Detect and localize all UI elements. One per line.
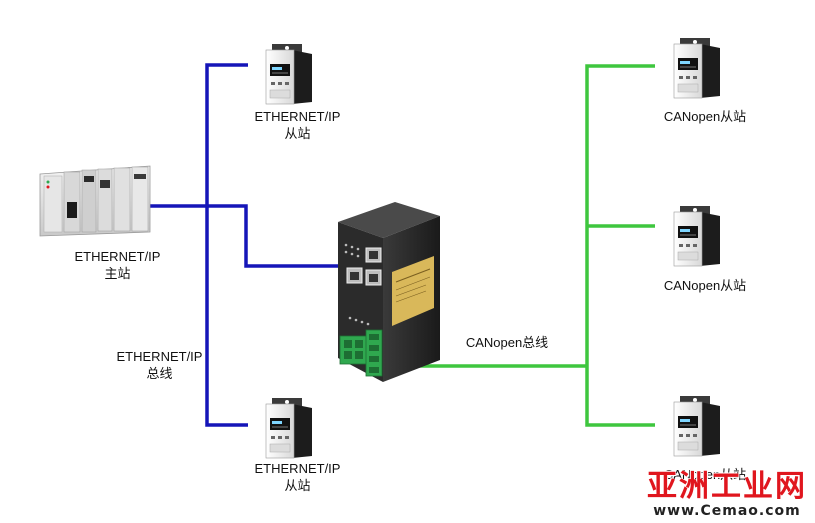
eth-slave-bottom-label-line1: ETHERNET/IP xyxy=(254,461,341,476)
eth-slave-top-label-line1: ETHERNET/IP xyxy=(254,109,341,124)
eth-bus-label: ETHERNET/IP 总线 xyxy=(102,348,217,382)
plc-master-device xyxy=(39,165,151,237)
can-slave-1-device xyxy=(673,37,721,99)
can-bus-label: CANopen总线 xyxy=(452,334,562,351)
master-label-line2: 主站 xyxy=(104,266,131,281)
master-label: ETHERNET/IP 主站 xyxy=(60,248,175,282)
ethernet-bus-lines xyxy=(146,63,338,427)
watermark: 亚洲工业网 www.Cemao.com xyxy=(647,469,807,520)
eth-bus-label-line2: 总线 xyxy=(146,366,173,381)
watermark-main: 亚洲工业网 xyxy=(647,469,807,504)
gateway-terminal-block xyxy=(339,329,383,377)
can-slave-1-label: CANopen从站 xyxy=(650,108,760,125)
can-slave-3-device xyxy=(673,395,721,457)
gateway-label-plate xyxy=(392,256,434,326)
eth-slave-top-device xyxy=(265,43,313,105)
can-slave-2-device xyxy=(673,205,721,267)
eth-slave-bottom-label: ETHERNET/IP 从站 xyxy=(240,460,355,494)
watermark-sub: www.Cemao.com xyxy=(653,503,801,519)
eth-slave-bottom-device xyxy=(265,397,313,459)
can-slave-3-label: CANopen从站 xyxy=(650,466,760,483)
eth-bus-label-line1: ETHERNET/IP xyxy=(116,349,203,364)
can-bus-label-text: CANopen总线 xyxy=(465,335,549,350)
can-slave-1-label-text: CANopen从站 xyxy=(663,109,747,124)
can-slave-2-label-text: CANopen从站 xyxy=(663,278,747,293)
eth-slave-top-label: ETHERNET/IP 从站 xyxy=(240,108,355,142)
gateway-device xyxy=(338,202,440,382)
can-slave-3-label-text: CANopen从站 xyxy=(663,467,747,482)
master-label-line1: ETHERNET/IP xyxy=(74,249,161,264)
eth-slave-top-label-line2: 从站 xyxy=(284,126,311,141)
can-trunk xyxy=(585,64,655,427)
eth-gateway-link xyxy=(207,204,338,268)
can-slave-2-label: CANopen从站 xyxy=(650,277,760,294)
canopen-bus-lines xyxy=(403,64,655,427)
eth-trunk xyxy=(205,63,248,427)
eth-slave-bottom-label-line2: 从站 xyxy=(284,478,311,493)
